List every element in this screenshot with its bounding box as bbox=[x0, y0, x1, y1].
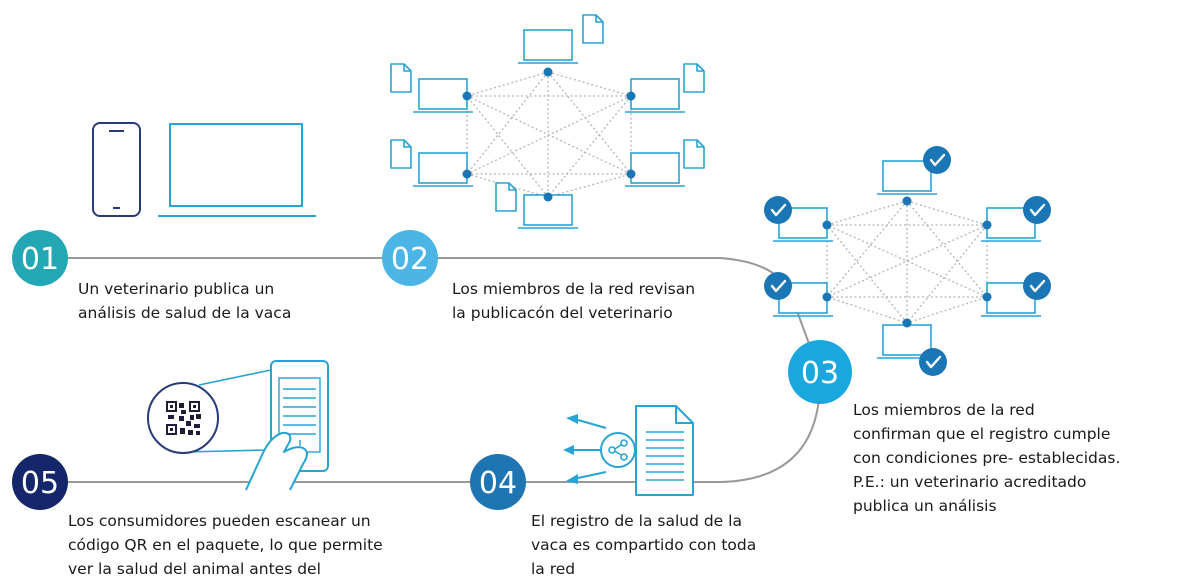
checkmark-icon bbox=[921, 144, 953, 176]
hand-phone-icon bbox=[184, 360, 329, 491]
step-number: 04 bbox=[479, 466, 517, 501]
checkmark-icon bbox=[762, 270, 794, 302]
laptop-icon bbox=[158, 123, 316, 217]
share-icon bbox=[563, 414, 607, 484]
computer-icon bbox=[412, 152, 474, 187]
document-icon bbox=[635, 405, 694, 496]
description-line: P.E.: un veterinario acreditado bbox=[853, 473, 1087, 491]
checkmark-icon bbox=[1021, 194, 1053, 226]
computer-icon bbox=[517, 29, 579, 64]
share-symbol-icon bbox=[600, 432, 636, 468]
step-04-description: El registro de la salud de la vaca es co… bbox=[531, 509, 756, 581]
step-marker-03: 03 bbox=[788, 340, 852, 404]
step-marker-04: 04 bbox=[470, 454, 526, 510]
description-line: ver la salud del animal antes del bbox=[68, 560, 321, 578]
description-line: la publicacón del veterinario bbox=[452, 304, 673, 322]
step-marker-01: 01 bbox=[12, 230, 68, 286]
description-line: la red bbox=[531, 560, 576, 578]
checkmark-icon bbox=[1021, 270, 1053, 302]
document-icon bbox=[390, 63, 412, 93]
step-number: 01 bbox=[21, 242, 59, 277]
step-number: 05 bbox=[21, 466, 59, 501]
step-01-description: Un veterinario publica un análisis de sa… bbox=[78, 277, 291, 325]
description-line: publica un análisis bbox=[853, 497, 997, 515]
checkmark-icon bbox=[917, 346, 949, 378]
document-icon bbox=[683, 63, 705, 93]
description-line: con condiciones pre- establecidas. bbox=[853, 449, 1121, 467]
step-marker-02: 02 bbox=[382, 230, 438, 286]
smartphone-icon bbox=[92, 122, 141, 217]
step-marker-05: 05 bbox=[12, 454, 68, 510]
network-nodes bbox=[822, 196, 992, 328]
checkmark-icon bbox=[762, 194, 794, 226]
description-line: vaca es compartido con toda bbox=[531, 536, 757, 554]
description-line: código QR en el paquete, lo que permite bbox=[68, 536, 383, 554]
peer-review-network bbox=[390, 14, 705, 229]
step-03-description: Los miembros de la red confirman que el … bbox=[853, 398, 1120, 518]
step-02-description: Los miembros de la red revisan la public… bbox=[452, 277, 695, 325]
consensus-network bbox=[762, 144, 1053, 378]
description-line: Los consumidores pueden escanear un bbox=[68, 512, 371, 530]
description-line: confirman que el registro cumple bbox=[853, 425, 1111, 443]
mesh-lines bbox=[466, 71, 632, 198]
description-line: análisis de salud de la vaca bbox=[78, 304, 292, 322]
description-line: Un veterinario publica un bbox=[78, 280, 275, 298]
document-icon bbox=[390, 139, 412, 169]
document-icon bbox=[582, 14, 604, 44]
description-line: El registro de la salud de la bbox=[531, 512, 742, 530]
mesh-lines bbox=[826, 200, 988, 324]
qr-code-icon bbox=[147, 382, 219, 454]
document-icon bbox=[683, 139, 705, 169]
step-number: 02 bbox=[391, 242, 429, 277]
document-icon bbox=[495, 182, 517, 212]
computer-icon bbox=[624, 152, 686, 187]
network-nodes bbox=[462, 67, 636, 202]
description-line: Los miembros de la red bbox=[853, 401, 1035, 419]
description-line: Los miembros de la red revisan bbox=[452, 280, 696, 298]
step-number: 03 bbox=[801, 356, 839, 391]
step-05-description: Los consumidores pueden escanear un códi… bbox=[68, 509, 383, 581]
